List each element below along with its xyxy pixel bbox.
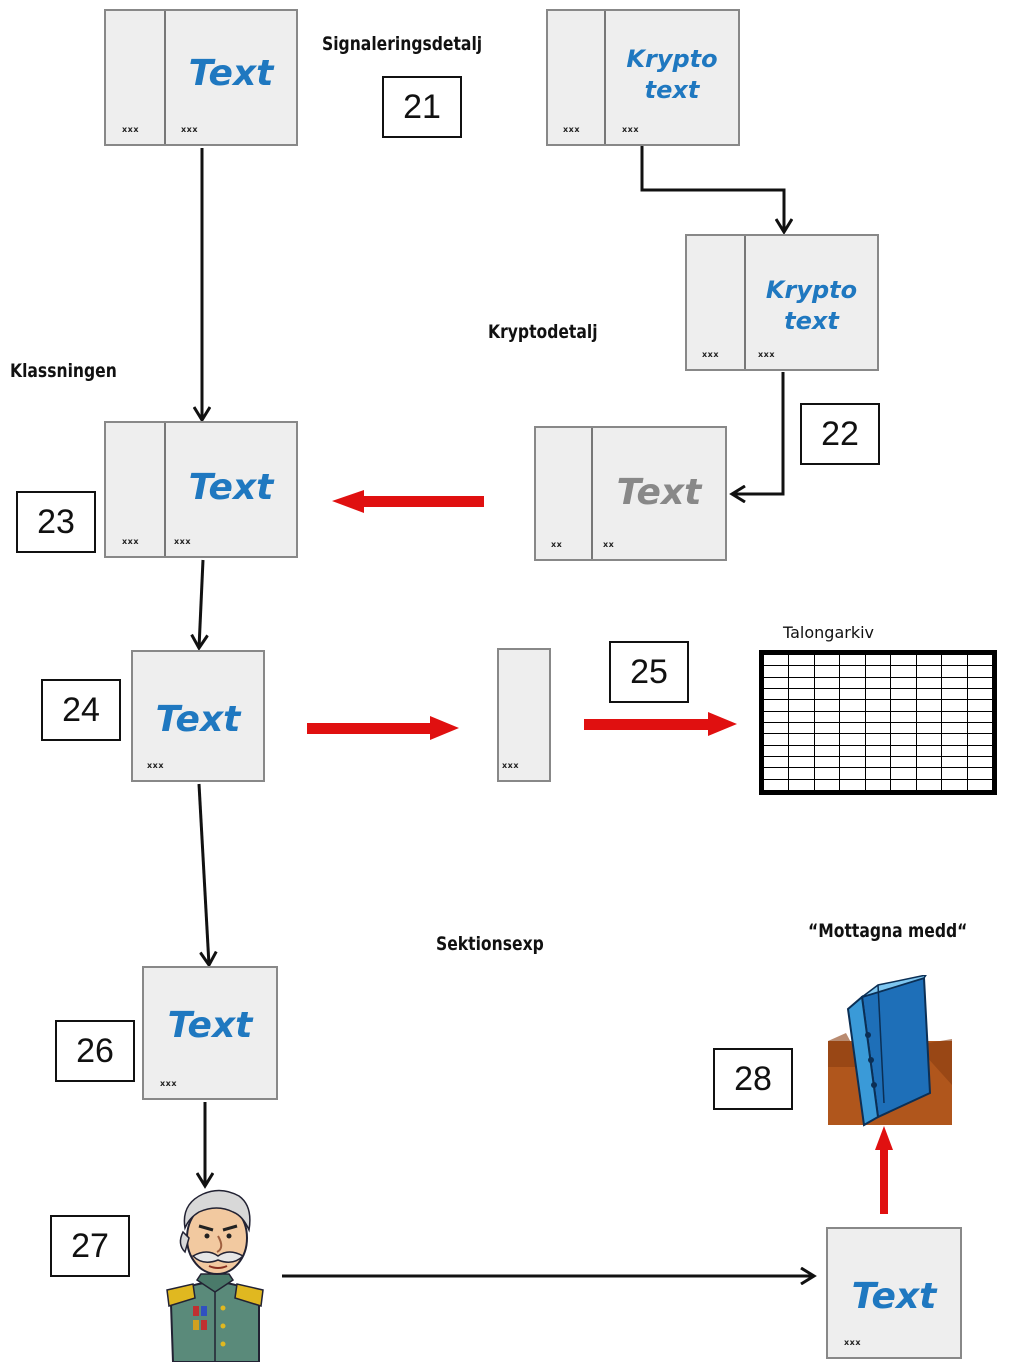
doc-text: Text (616, 472, 702, 513)
main-mark: xx (603, 540, 615, 549)
step-27: 27 (50, 1215, 130, 1277)
strip-mark: xxx (563, 125, 580, 134)
step-21: 21 (382, 76, 462, 138)
talong-archive-grid (759, 650, 997, 795)
step-23: 23 (16, 491, 96, 553)
arrow-krypto2-to-decoded (732, 372, 785, 494)
step-28: 28 (713, 1048, 793, 1110)
arrow-24-to-26 (197, 783, 209, 965)
class-doc: xxx Text xxx (104, 421, 298, 558)
doc-text: Text (851, 1276, 937, 1317)
arrow-class-to-24 (199, 559, 203, 648)
signal-doc: xxx Text xxx (104, 9, 298, 146)
label-kryptodetalj: Kryptodetalj (488, 321, 598, 343)
label-klassningen: Klassningen (10, 360, 117, 382)
doc-text: Text (167, 1005, 253, 1046)
doc-text: Text (188, 53, 274, 94)
krypto-doc-1: xxx Krypto text xxx (546, 9, 740, 146)
arrow-krypto1-to-krypto2 (640, 146, 784, 232)
krypto-doc-2: xxx Krypto text xxx (685, 234, 879, 371)
step-24: 24 (41, 679, 121, 741)
label-mottagna-medd: “Mottagna medd“ (808, 920, 968, 942)
doc-text-line2: text (784, 307, 839, 335)
main-mark: xxx (147, 761, 164, 770)
step-26: 26 (55, 1020, 135, 1082)
red-arrow-final-to-binder (875, 1126, 893, 1214)
main-mark: xxx (181, 125, 198, 134)
doc-26: Text xxx (142, 966, 278, 1100)
step-25: 25 (609, 641, 689, 703)
main-mark: xxx (502, 761, 519, 770)
talong-slip: xxx (497, 648, 551, 782)
strip-mark: xxx (702, 350, 719, 359)
main-mark: xxx (844, 1338, 861, 1347)
binder-icon (828, 975, 952, 1127)
doc-text-line2: text (644, 76, 700, 104)
red-arrow-24-to-slip (307, 716, 459, 740)
final-doc: Text xxx (826, 1227, 962, 1359)
doc-text-line1: Krypto (626, 45, 718, 73)
main-mark: xxx (758, 350, 775, 359)
officer-icon (166, 1189, 264, 1362)
step-22: 22 (800, 403, 880, 465)
strip-mark: xxx (122, 125, 139, 134)
main-mark: xxx (174, 537, 191, 546)
main-mark: xxx (622, 125, 639, 134)
red-arrow-decoded-to-class (332, 490, 484, 513)
decoded-doc: xx Text xx (534, 426, 727, 561)
doc-text-line1: Krypto (765, 276, 858, 304)
red-arrow-slip-to-archive (584, 712, 737, 736)
strip-mark: xx (551, 540, 563, 549)
label-talongarkiv: Talongarkiv (783, 623, 875, 642)
doc-text: Text (188, 467, 274, 508)
strip-mark: xxx (122, 537, 139, 546)
label-signaleringsdetalj: Signaleringsdetalj (322, 33, 483, 55)
main-mark: xxx (160, 1079, 177, 1088)
doc-24: Text xxx (131, 650, 265, 782)
label-sektionsexp: Sektionsexp (436, 933, 544, 955)
doc-text: Text (155, 699, 241, 740)
